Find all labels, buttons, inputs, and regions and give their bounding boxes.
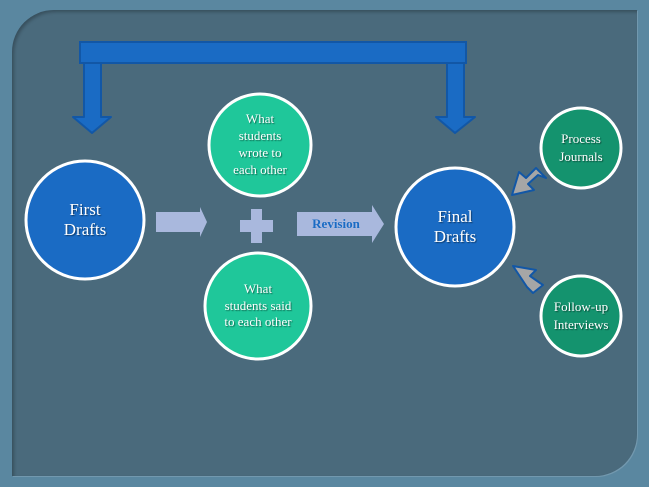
said-line: students said	[224, 297, 292, 313]
follow-up-label: Follow-up Interviews	[541, 276, 621, 356]
final-drafts-node	[394, 166, 516, 288]
wrote-line: students	[238, 128, 282, 144]
follow-up-line: Follow-up	[553, 298, 609, 314]
first-drafts-line: Drafts	[63, 220, 107, 239]
wrote-node	[207, 92, 313, 198]
said-node	[203, 251, 313, 361]
wrote-line: each other	[233, 161, 287, 177]
revision-label: Revision	[312, 216, 360, 231]
process-journals-line: Journals	[559, 149, 603, 164]
final-drafts-line: Drafts	[433, 227, 477, 246]
process-journals-node	[539, 106, 623, 190]
wrote-line: What	[245, 111, 275, 127]
process-journals-label: Process Journals	[541, 108, 621, 188]
first-drafts-arrow	[156, 207, 207, 237]
final-drafts-label: Final Drafts	[400, 172, 510, 282]
follow-up-arrow	[512, 265, 544, 294]
said-line: What	[243, 280, 273, 296]
said-line: to each other	[224, 314, 292, 330]
wrote-line: wrote to	[238, 145, 282, 160]
first-drafts-label: First Drafts	[30, 165, 140, 275]
wrote-label: What students wrote to each other	[212, 97, 308, 193]
bracket-left-arrow	[72, 62, 112, 134]
process-journals-arrow	[511, 167, 547, 196]
final-drafts-line: Final	[437, 206, 473, 226]
bracket-bar	[79, 41, 467, 64]
follow-up-line: Interviews	[553, 317, 609, 332]
follow-up-node	[539, 274, 623, 358]
first-drafts-node	[24, 159, 146, 281]
said-label: What students said to each other	[208, 256, 308, 356]
bracket-right-arrow	[435, 62, 476, 134]
revision-arrow	[297, 205, 384, 243]
feedback-bracket-arrow	[72, 41, 476, 134]
process-journals-line: Process	[561, 130, 601, 146]
first-drafts-line: First	[69, 199, 101, 219]
plus-icon	[240, 209, 273, 243]
